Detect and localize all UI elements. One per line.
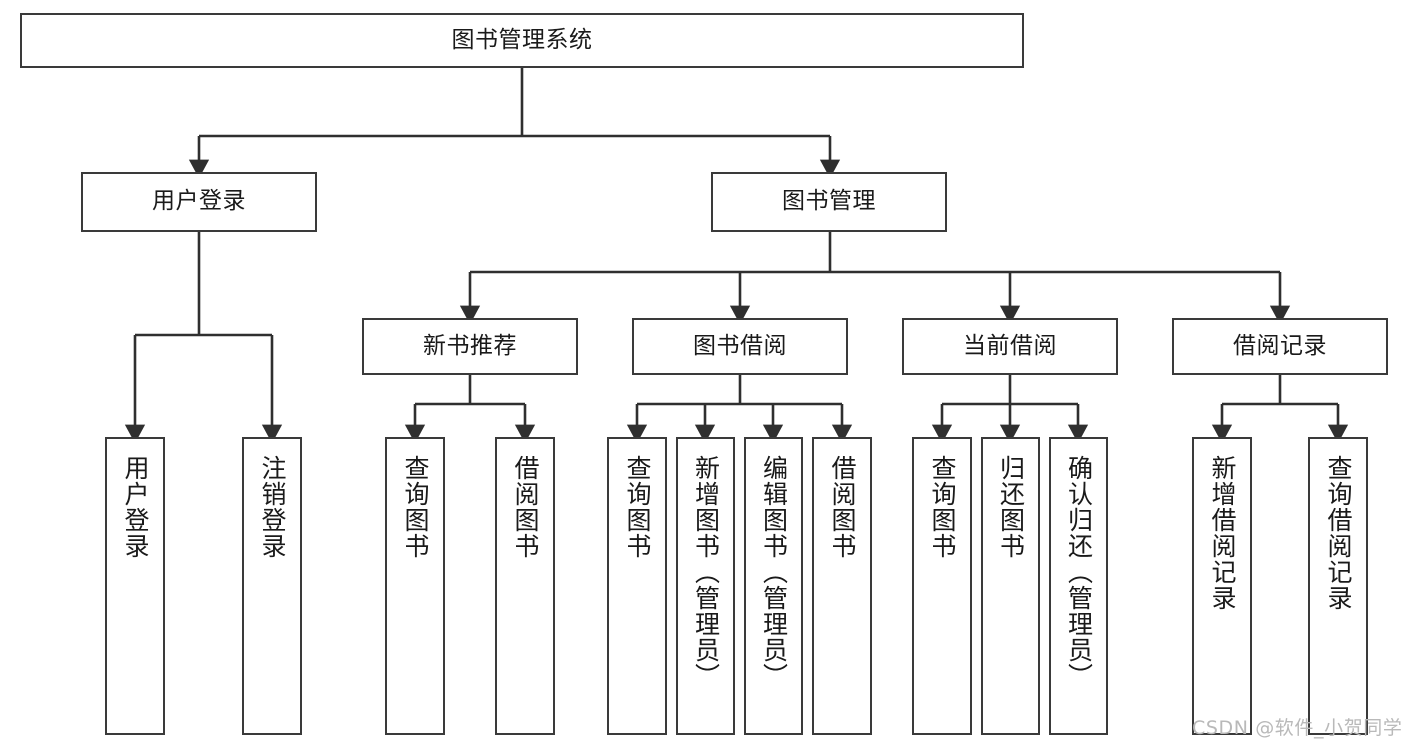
node-root-book-management-system[interactable]: 图书管理系统 <box>20 13 1024 68</box>
node-label: 查询图书 <box>623 455 652 559</box>
edge-group-book-borrow-to-leaves <box>626 375 853 444</box>
node-label: 编辑图书（管理员） <box>759 455 789 689</box>
node-leaf-query-book-current[interactable]: 查询图书 <box>912 437 972 735</box>
node-label: 归还图书 <box>996 455 1026 559</box>
node-label: 查询图书 <box>928 455 957 559</box>
node-label: 新书推荐 <box>423 332 517 359</box>
node-borrow-record[interactable]: 借阅记录 <box>1172 318 1388 375</box>
node-leaf-confirm-return-admin[interactable]: 确认归还（管理员） <box>1049 437 1108 735</box>
node-leaf-add-book-admin[interactable]: 新增图书（管理员） <box>676 437 735 735</box>
edge-group-book-mgmt-to-level2 <box>459 232 1291 325</box>
node-label: 查询借阅记录 <box>1324 455 1353 611</box>
edge-group-new-book-to-leaves <box>404 375 536 444</box>
edge-group-borrow-record-to-leaves <box>1211 375 1349 444</box>
node-label: 借阅图书 <box>511 455 540 559</box>
node-leaf-return-book[interactable]: 归还图书 <box>981 437 1040 735</box>
node-label: 当前借阅 <box>963 332 1057 359</box>
node-current-borrow[interactable]: 当前借阅 <box>902 318 1118 375</box>
node-leaf-add-borrow-record[interactable]: 新增借阅记录 <box>1192 437 1252 735</box>
node-user-login[interactable]: 用户登录 <box>81 172 317 232</box>
node-label: 注销登录 <box>258 455 287 559</box>
node-label: 图书借阅 <box>693 332 787 359</box>
node-leaf-query-book-borrow[interactable]: 查询图书 <box>607 437 667 735</box>
watermark-csdn: CSDN @软件_小贺同学 <box>1192 717 1403 739</box>
node-label: 用户登录 <box>121 455 150 559</box>
node-leaf-borrow-book[interactable]: 借阅图书 <box>812 437 872 735</box>
node-label: 借阅图书 <box>828 455 857 559</box>
node-book-borrow[interactable]: 图书借阅 <box>632 318 848 375</box>
node-book-management[interactable]: 图书管理 <box>711 172 947 232</box>
node-leaf-borrow-book-recommend[interactable]: 借阅图书 <box>495 437 555 735</box>
edge-group-root-to-level1 <box>188 68 841 179</box>
node-label: 图书管理 <box>782 188 876 215</box>
node-label: 图书管理系统 <box>451 26 593 53</box>
node-leaf-query-borrow-record[interactable]: 查询借阅记录 <box>1308 437 1368 735</box>
node-leaf-edit-book-admin[interactable]: 编辑图书（管理员） <box>744 437 803 735</box>
node-label: 借阅记录 <box>1233 332 1327 359</box>
node-label: 用户登录 <box>152 188 246 215</box>
node-label: 新增借阅记录 <box>1208 455 1237 611</box>
edge-group-current-borrow-to-leaves <box>931 375 1089 444</box>
node-label: 确认归还（管理员） <box>1064 455 1094 689</box>
node-label: 查询图书 <box>401 455 430 559</box>
node-new-book-recommend[interactable]: 新书推荐 <box>362 318 578 375</box>
edge-group-user-login-to-leaves <box>124 232 283 444</box>
node-leaf-user-login[interactable]: 用户登录 <box>105 437 165 735</box>
node-label: 新增图书（管理员） <box>691 455 721 689</box>
node-leaf-logout[interactable]: 注销登录 <box>242 437 302 735</box>
node-leaf-query-book-recommend[interactable]: 查询图书 <box>385 437 445 735</box>
